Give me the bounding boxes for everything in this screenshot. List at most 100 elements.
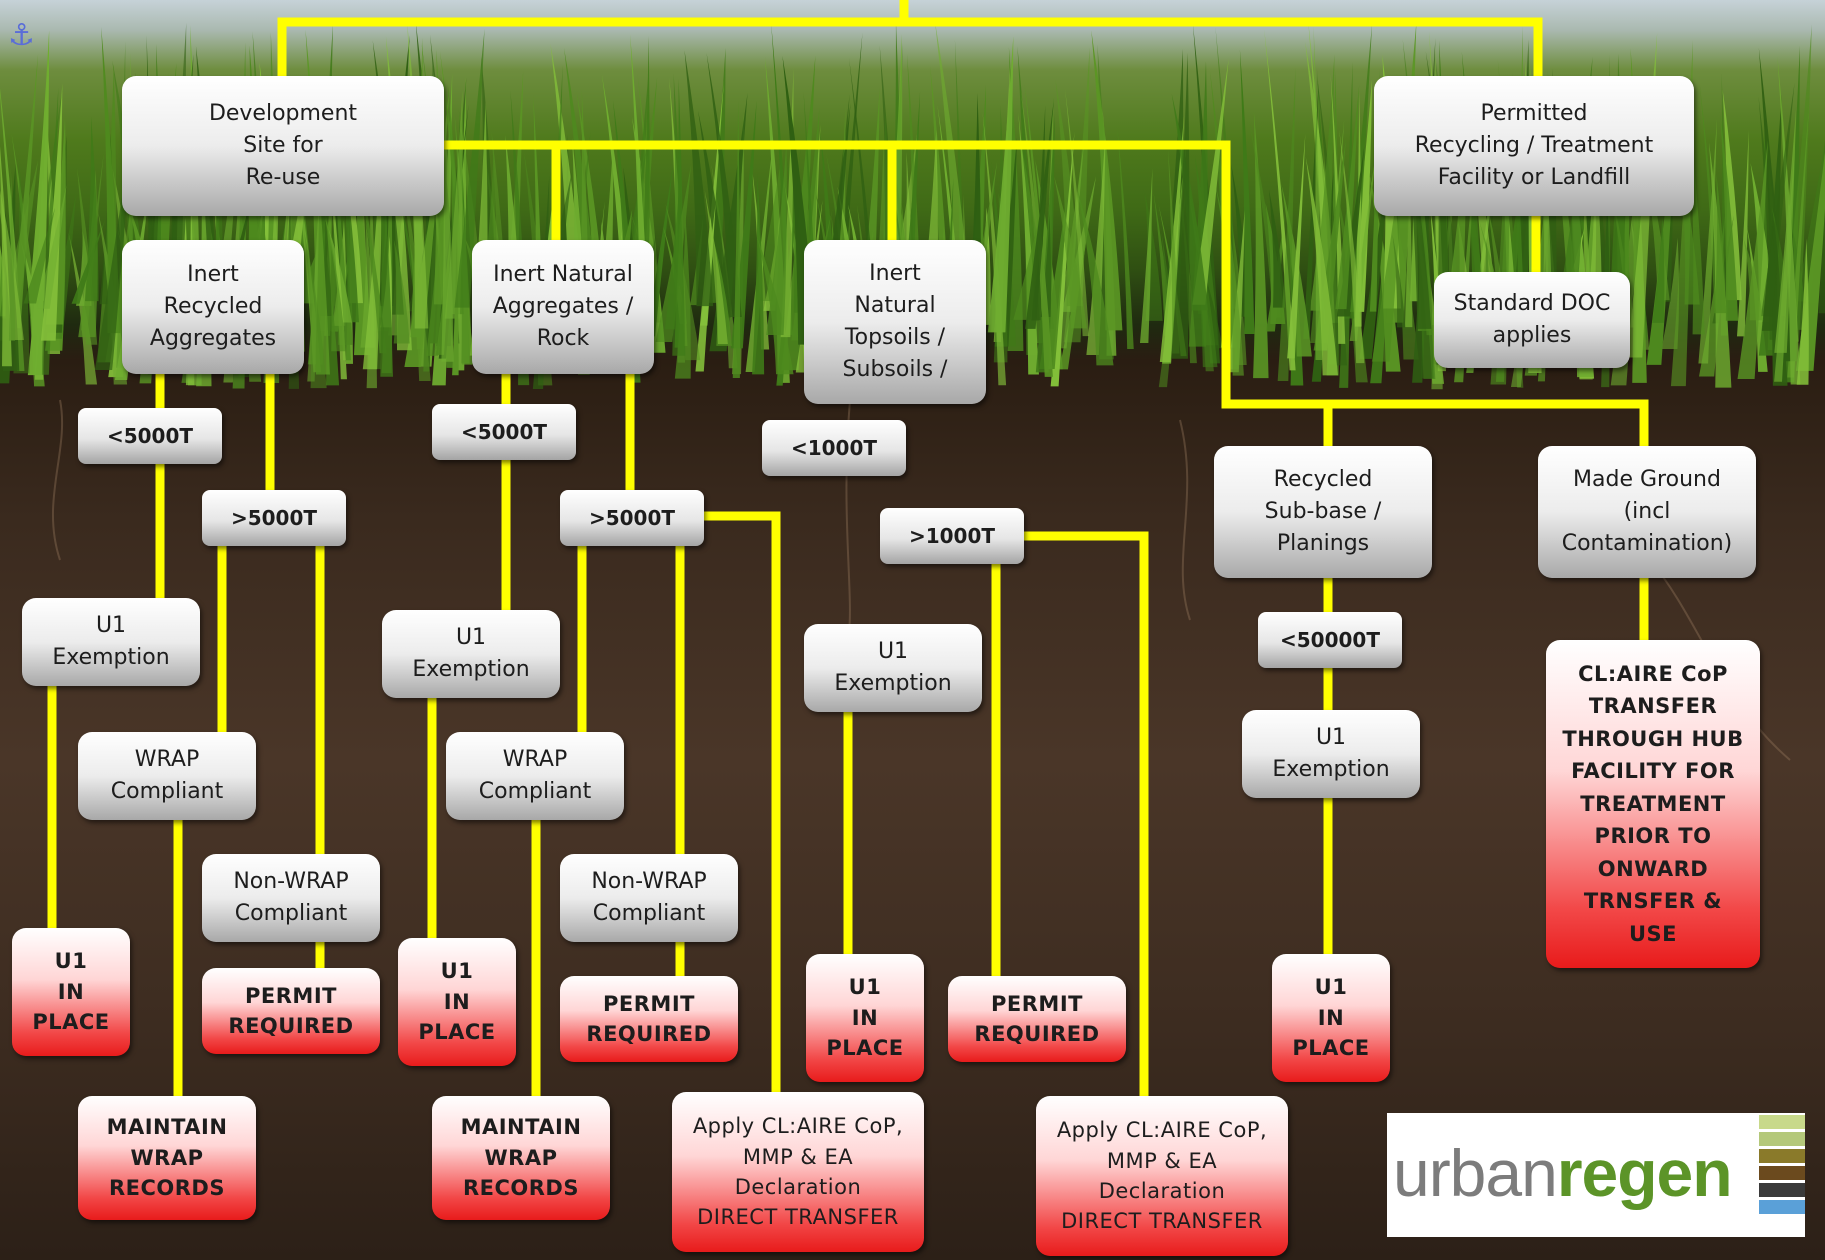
grass-blade: [732, 99, 741, 378]
threshold-a-lt: <5000T: [78, 408, 222, 464]
u1-in-place-c: U1 IN PLACE: [806, 954, 924, 1082]
grass-blade: [730, 100, 757, 349]
grass-blade: [1303, 80, 1319, 339]
soil-root: [1179, 419, 1191, 621]
grass-blade: [304, 232, 327, 389]
grass-blade: [780, 67, 794, 338]
u1-in-place-a: U1 IN PLACE: [12, 928, 130, 1056]
grass-blade: [8, 166, 16, 341]
logo-stripe: [1759, 1115, 1805, 1129]
apply-claire-cop-b: Apply CL:AIRE CoP, MMP & EA Declaration …: [672, 1092, 924, 1252]
grass-blade: [1336, 146, 1365, 317]
grass-blade: [1054, 176, 1087, 329]
connector-line: [700, 511, 781, 1094]
grass-blade: [766, 142, 787, 335]
wrap-compliant-b: WRAP Compliant: [446, 732, 624, 820]
threshold-a-gt: >5000T: [202, 490, 346, 546]
grass-blade: [28, 30, 50, 301]
logo-stripe: [1759, 1132, 1805, 1146]
grass-blade: [1239, 49, 1255, 334]
grass-blade: [664, 163, 682, 330]
grass-blade: [353, 137, 387, 354]
grass-blade: [1064, 88, 1090, 337]
grass-blade: [40, 83, 63, 341]
wrap-compliant-a: WRAP Compliant: [78, 732, 256, 820]
connector-line: [277, 0, 909, 80]
logo-stripes-icon: [1759, 1115, 1805, 1217]
soil-root: [52, 399, 64, 561]
permitted-facility-box: Permitted Recycling / Treatment Facility…: [1374, 76, 1694, 216]
anchor-icon: ⚓: [8, 18, 35, 53]
u1-exemption-a: U1 Exemption: [22, 598, 200, 686]
connector-line: [440, 140, 1649, 448]
threshold-c-gt: >1000T: [880, 508, 1024, 564]
logo-stripe: [1759, 1149, 1805, 1163]
grass-blade: [45, 118, 66, 325]
grass-blade: [1339, 129, 1365, 364]
apply-claire-cop-c: Apply CL:AIRE CoP, MMP & EA Declaration …: [1036, 1096, 1288, 1256]
grass-blade: [1714, 173, 1727, 314]
grass-blade: [1698, 118, 1718, 364]
grass-blade: [1652, 215, 1665, 323]
grass-blade: [1139, 168, 1153, 343]
grass-blade: [1736, 130, 1749, 337]
maintain-wrap-records-b: MAINTAIN WRAP RECORDS: [432, 1096, 610, 1220]
grass-blade: [1404, 151, 1413, 328]
grass-blade: [752, 173, 765, 375]
grass-blade: [1719, 111, 1739, 321]
grass-blade: [706, 52, 742, 317]
grass-blade: [1335, 84, 1360, 310]
u1-exemption-c: U1 Exemption: [804, 624, 982, 712]
non-wrap-compliant-a: Non-WRAP Compliant: [202, 854, 380, 942]
connector-line: [1024, 531, 1149, 1098]
grass-blade: [85, 116, 99, 302]
grass-blade: [1627, 32, 1658, 358]
u1-exemption-d: U1 Exemption: [1242, 710, 1420, 798]
inert-natural-aggregates-box: Inert Natural Aggregates / Rock: [472, 240, 654, 374]
grass-blade: [704, 190, 728, 344]
grass-blade: [0, 146, 12, 367]
inert-recycled-aggregates-box: Inert Recycled Aggregates: [122, 240, 304, 374]
grass-blade: [94, 122, 133, 371]
grass-blade: [1268, 189, 1286, 308]
grass-blade: [324, 209, 346, 352]
threshold-c-lt: <1000T: [762, 420, 906, 476]
grass-blade: [1620, 128, 1630, 305]
grass-blade: [1359, 145, 1392, 359]
recycled-subbase-box: Recycled Sub-base / Planings: [1214, 446, 1432, 578]
grass-blade: [1446, 138, 1466, 306]
standard-doc-box: Standard DOC applies: [1434, 272, 1630, 368]
connector-line: [904, 17, 1543, 80]
development-site-box: Development Site for Re-use: [122, 76, 444, 216]
grass-blade: [23, 207, 56, 304]
grass-blade: [1737, 139, 1768, 379]
threshold-b-lt: <5000T: [432, 404, 576, 460]
grass-blade: [987, 36, 1014, 333]
grass-blade: [684, 50, 714, 307]
grass-blade: [426, 134, 449, 356]
grass-blade: [1743, 238, 1764, 321]
logo-text-regen: regen: [1556, 1136, 1733, 1210]
grass-blade: [1040, 214, 1052, 317]
grass-blade: [1511, 39, 1530, 340]
grass-blade: [1796, 238, 1809, 385]
grass-blade: [1557, 57, 1593, 312]
permit-required-a: PERMIT REQUIRED: [202, 968, 380, 1054]
u1-in-place-d: U1 IN PLACE: [1272, 954, 1390, 1082]
grass-blade: [1117, 127, 1134, 350]
permit-required-c: PERMIT REQUIRED: [948, 976, 1126, 1062]
threshold-b-gt: >5000T: [560, 490, 704, 546]
grass-blade: [755, 148, 783, 302]
permit-required-b: PERMIT REQUIRED: [560, 976, 738, 1062]
non-wrap-compliant-b: Non-WRAP Compliant: [560, 854, 738, 942]
grass-blade: [1305, 156, 1338, 376]
grass-blade: [1369, 69, 1380, 312]
grass-blade: [1661, 237, 1680, 350]
grass-blade: [444, 89, 463, 319]
logo-text-urban: urban: [1393, 1136, 1558, 1210]
grass-blade: [1287, 133, 1306, 359]
logo-stripe: [1759, 1183, 1805, 1197]
u1-in-place-b: U1 IN PLACE: [398, 938, 516, 1066]
grass-blade: [1774, 107, 1797, 353]
